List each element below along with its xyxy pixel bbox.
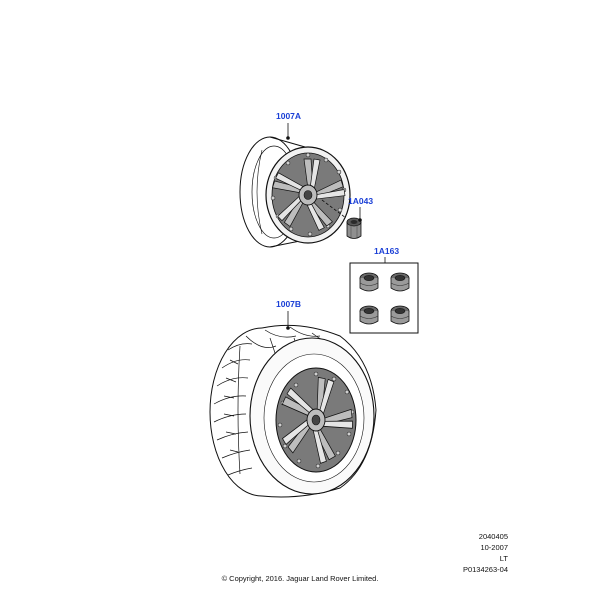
reference-region: LT	[499, 554, 508, 563]
callout-wheel-nut[interactable]: 1A043	[348, 196, 374, 206]
locking-nut-kit-drawing	[349, 262, 419, 334]
wheel-rim-drawing	[239, 136, 351, 248]
callout-wheel-and-tyre[interactable]: 1007B	[276, 299, 302, 309]
copyright-notice: © Copyright, 2016. Jaguar Land Rover Lim…	[221, 574, 379, 583]
reference-date: 10-2007	[480, 543, 508, 552]
reference-code: 2040405	[478, 532, 508, 541]
leader-lines	[286, 123, 386, 330]
wheel-nut-drawing	[321, 199, 362, 239]
callout-wheel[interactable]: 1007A	[276, 111, 302, 121]
wheel-and-tyre-drawing	[209, 324, 377, 498]
callout-locking-nut-kit[interactable]: 1A163	[374, 246, 400, 256]
illustration-id: P0134263-04	[462, 565, 508, 574]
